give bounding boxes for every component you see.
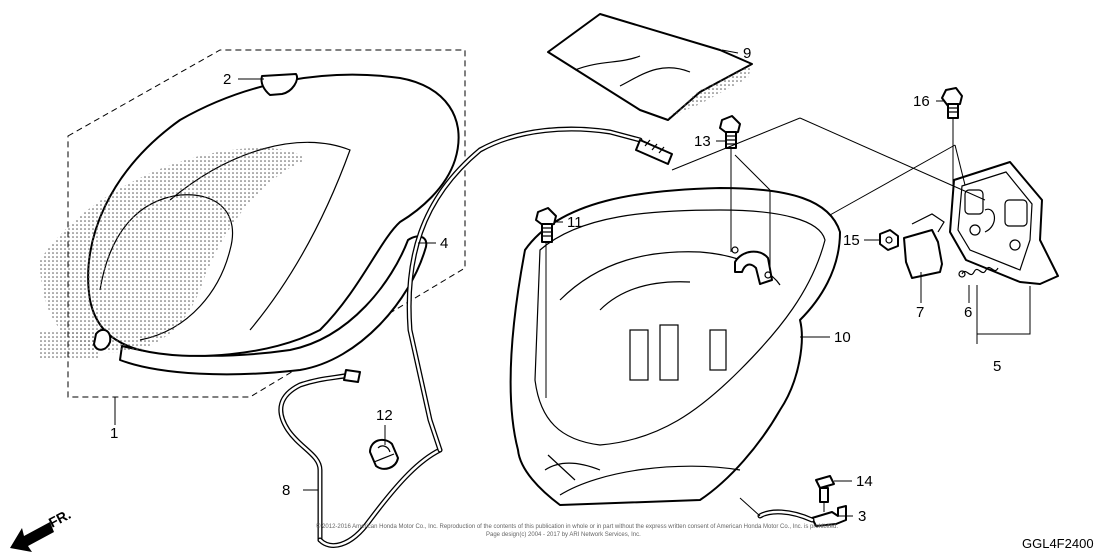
spring-part-6 xyxy=(958,266,999,278)
callout-10: 10 xyxy=(834,329,851,346)
tool-bag-part-9 xyxy=(547,13,753,121)
callout-7: 7 xyxy=(916,304,924,321)
bolt-part-11 xyxy=(535,207,557,243)
seat-group xyxy=(38,49,466,398)
seat-lock-assembly-part-5 xyxy=(949,161,1059,285)
bolt-part-13 xyxy=(719,115,741,149)
front-arrow-icon xyxy=(10,522,54,552)
seat-lock-cable xyxy=(278,126,673,548)
copyright-line-2: Page design(c) 2004 - 2017 by ARI Networ… xyxy=(486,532,641,538)
seat-shading-lower xyxy=(38,330,100,360)
seat-shading xyxy=(40,148,305,353)
nut-part-15 xyxy=(879,229,899,251)
callout-8: 8 xyxy=(282,482,290,499)
seat-group-boundary xyxy=(67,49,466,398)
front-direction-indicator: FR. xyxy=(10,506,73,552)
callout-14: 14 xyxy=(856,473,873,490)
callout-labels: 1 2 3 4 5 6 7 8 9 10 11 12 13 14 15 16 xyxy=(110,45,1001,525)
callout-1: 1 xyxy=(110,425,118,442)
bolt-part-16 xyxy=(941,87,963,119)
callout-9: 9 xyxy=(743,45,751,62)
callout-6: 6 xyxy=(964,304,972,321)
bracket-part-3 xyxy=(757,505,847,527)
callout-13: 13 xyxy=(694,133,711,150)
callout-12: 12 xyxy=(376,407,393,424)
callout-11: 11 xyxy=(567,214,583,231)
plate-part-7 xyxy=(903,213,945,279)
screw-part-14 xyxy=(815,475,835,503)
clip-part-12 xyxy=(369,438,399,470)
luggage-box-part-10 xyxy=(509,187,841,506)
callout-2: 2 xyxy=(223,71,231,88)
callout-16: 16 xyxy=(913,93,930,110)
copyright-line-1: © 2012-2016 American Honda Motor Co., In… xyxy=(316,523,838,530)
callout-5: 5 xyxy=(993,358,1001,375)
leader-lines xyxy=(114,49,1031,517)
callout-3: 3 xyxy=(858,508,866,525)
diagram-code: GGL4F2400 xyxy=(1022,536,1094,551)
callout-4: 4 xyxy=(440,235,448,252)
seat-handle-part-2 xyxy=(260,73,298,96)
seat-hinge xyxy=(93,328,112,351)
callout-15: 15 xyxy=(843,232,860,249)
